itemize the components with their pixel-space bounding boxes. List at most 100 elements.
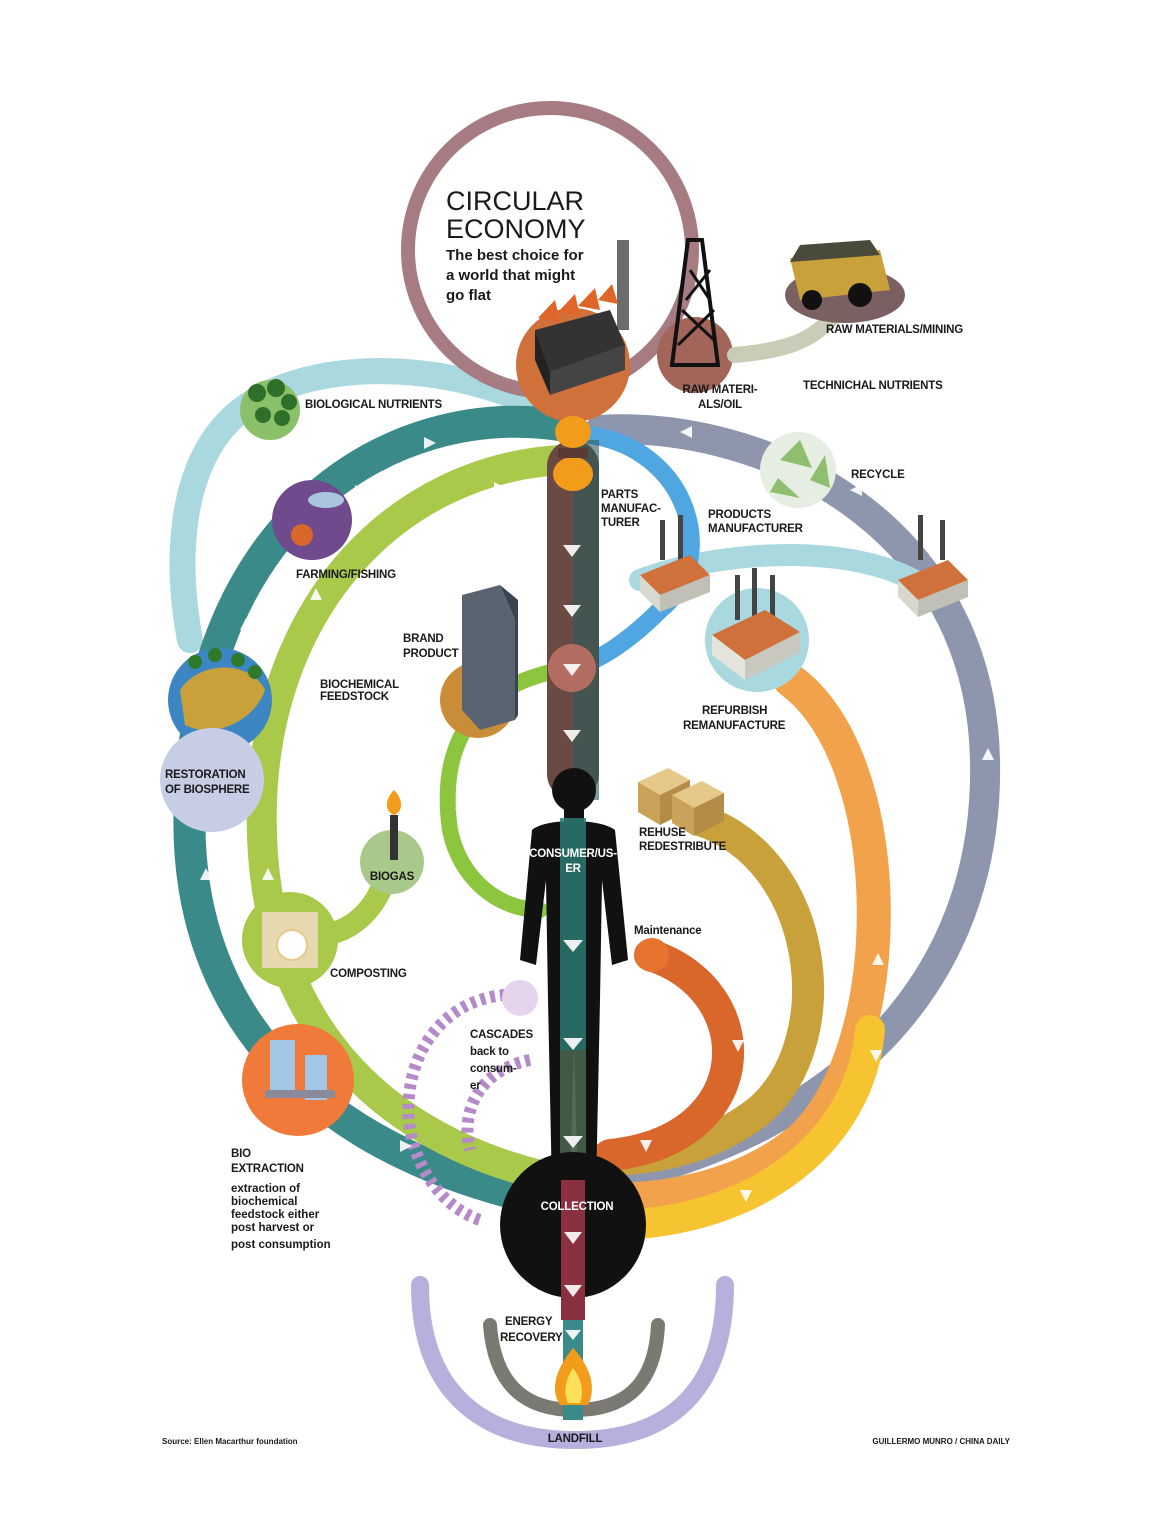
compost-flask-icon	[276, 929, 308, 961]
maintenance-label: Maintenance	[634, 925, 701, 937]
biochemical-label-2: FEEDSTOCK	[320, 691, 390, 703]
recycle-label: RECYCLE	[851, 469, 905, 481]
bio-extraction-desc-2: biochemical	[231, 1196, 297, 1208]
bio-extraction-desc-1: extraction of	[231, 1183, 300, 1195]
factory-icon	[535, 240, 629, 395]
biogas-torch-icon	[386, 790, 402, 860]
fish-apple-icon	[291, 492, 344, 546]
trees-icon	[248, 379, 297, 426]
flow-arrow	[310, 588, 322, 600]
rehuse-label-2: REDESTRIBUTE	[639, 841, 727, 853]
flow-arrow	[563, 545, 581, 557]
title-line-1: CIRCULAR	[446, 186, 584, 216]
bio-extraction-desc-5: post consumption	[231, 1239, 331, 1251]
flow-arrow	[240, 618, 252, 630]
restoration-node	[160, 728, 264, 832]
flow-arrow	[732, 1040, 744, 1052]
bio-extraction-desc-4: post harvest or	[231, 1222, 315, 1234]
flow-arrow	[218, 560, 230, 572]
flow-arrow	[400, 1140, 412, 1152]
farming-fishing-label: FARMING/FISHING	[296, 569, 396, 581]
consumer-label-1: CONSUMER/US-	[529, 848, 617, 860]
consumer-figure	[520, 768, 628, 1190]
bio-extraction-desc-3: feedstock either	[231, 1209, 320, 1221]
farming-fishing-node	[272, 480, 352, 560]
subtitle-line-2: a world that might	[446, 267, 575, 284]
composting-label: COMPOSTING	[330, 968, 407, 980]
raw-materials-oil-label-1: RAW MATERI-	[683, 384, 758, 396]
restoration-label-1: RESTORATION	[165, 769, 245, 781]
products-label-1: PRODUCTS	[708, 509, 771, 521]
bio-extraction-label-2: EXTRACTION	[231, 1163, 304, 1175]
stem-teal-inner	[573, 440, 599, 800]
refurbish-label-1: REFURBISH	[702, 705, 767, 717]
biochemical-label-1: BIOCHEMICAL	[320, 679, 399, 691]
parts-capsule-icon	[553, 416, 593, 491]
restoration-label-2: OF BIOSPHERE	[165, 784, 250, 796]
flow-arrow	[740, 1190, 752, 1202]
consumer-label-2: ER	[565, 863, 581, 875]
energy-recovery-label-1: ENERGY	[505, 1316, 553, 1328]
mining-truck-icon	[790, 240, 890, 310]
flame-icon	[554, 1348, 592, 1405]
flow-arrow	[563, 664, 581, 676]
cascades-dashed-outer	[402, 989, 506, 1226]
cascades-label-1: CASCADES	[470, 1029, 533, 1041]
flow-arrow	[800, 860, 812, 872]
collection-label: COLLECTION	[541, 1201, 614, 1213]
cascades-dashed-inner	[461, 1054, 532, 1152]
raw-materials-mining-label: RAW MATERIALS/MINING	[826, 324, 963, 336]
flow-arrow	[760, 1060, 772, 1072]
landfill-label: LANDFILL	[548, 1433, 603, 1445]
flow-arrow	[563, 605, 581, 617]
bio-extraction-label-1: BIO	[231, 1148, 251, 1160]
technical-loop-maintenance	[594, 939, 744, 1171]
bio-extraction-node	[242, 1024, 354, 1136]
flow-arrow	[455, 798, 467, 810]
subtitle-line-3: go flat	[446, 287, 491, 304]
recycle-icon	[770, 440, 830, 498]
flow-arrow	[640, 1140, 652, 1152]
recycle-factory-icon	[898, 515, 968, 617]
lab-equipment-icon	[265, 1040, 335, 1100]
title-line-2: ECONOMY	[446, 214, 586, 244]
author-credit: GUILLERMO MUNRO / CHINA DAILY	[872, 1437, 1010, 1446]
flow-arrow	[882, 773, 894, 785]
parts-label-3: TURER	[601, 517, 641, 529]
products-label-2: MANUFACTURER	[708, 523, 804, 535]
cascades-node	[502, 980, 538, 1016]
loop-arrows	[200, 426, 994, 1202]
flow-arrow	[563, 1038, 583, 1050]
flow-arrow	[680, 426, 692, 438]
biological-nutrients-label: BIOLOGICAL NUTRIENTS	[305, 399, 443, 411]
technical-loop-refurbish	[593, 663, 891, 1217]
flow-arrow	[424, 437, 436, 449]
cascades-label-2: back to	[470, 1046, 509, 1058]
flow-arrow	[872, 953, 884, 965]
cascades-label-4: er	[470, 1080, 481, 1092]
flow-arrow	[355, 485, 367, 497]
technical-loop-yellow	[605, 1015, 885, 1240]
cascades-label-3: consum-	[470, 1063, 517, 1075]
flow-arrow	[982, 748, 994, 760]
maintenance-node	[635, 938, 669, 972]
raw-materials-connector	[727, 312, 838, 363]
products-factory-icon	[640, 515, 710, 612]
earth-trees-icon	[188, 648, 262, 679]
biogas-node	[360, 830, 424, 894]
flow-arrow	[200, 868, 212, 880]
raw-materials-oil-label-2: ALS/OIL	[698, 399, 742, 411]
parts-label-1: PARTS	[601, 489, 639, 501]
oil-rig-icon	[669, 238, 721, 367]
building-icon	[462, 585, 518, 730]
boxes-icon	[638, 768, 724, 836]
brand-label-1: BRAND	[403, 633, 444, 645]
refurbish-factory-icon	[712, 568, 800, 680]
flow-arrow	[563, 940, 583, 952]
flow-arrow	[820, 930, 832, 942]
refurbish-label-2: REMANUFACTURE	[683, 720, 786, 732]
flow-arrow	[565, 1330, 581, 1340]
flow-arrow	[870, 1050, 882, 1062]
landfill-arc-outer	[411, 1276, 734, 1450]
